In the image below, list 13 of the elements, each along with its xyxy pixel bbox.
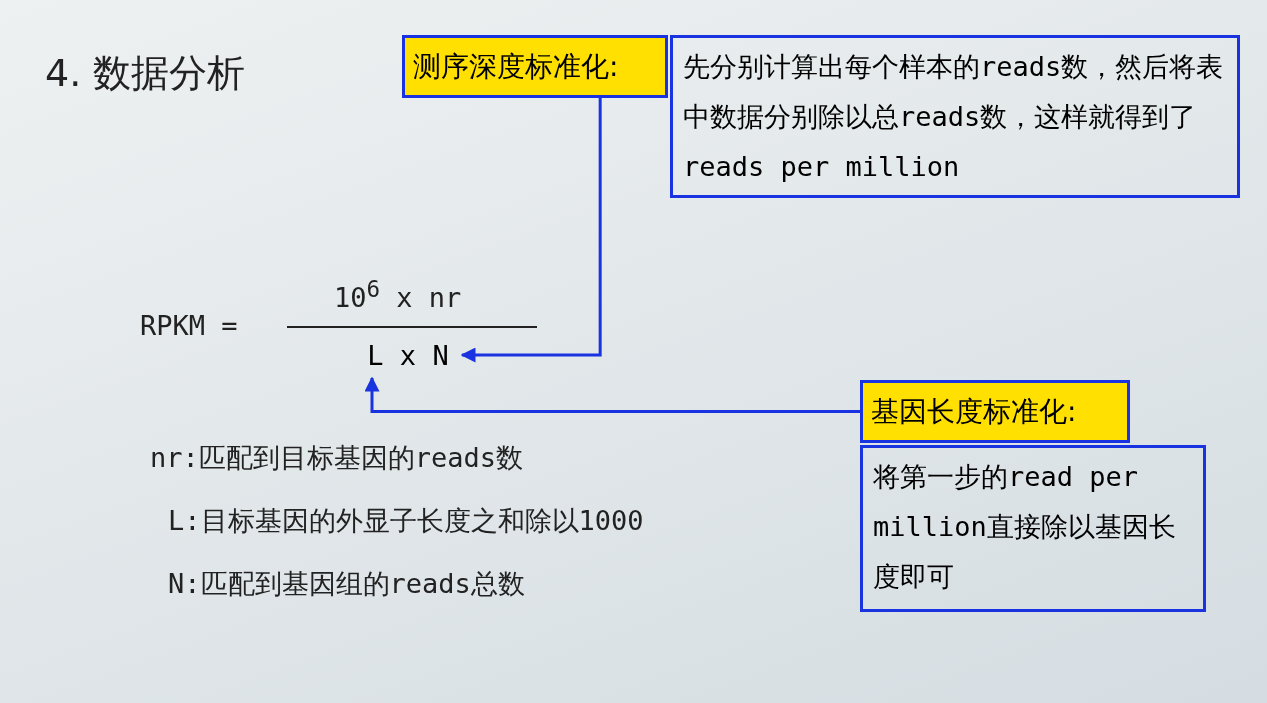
arrow bbox=[364, 376, 860, 413]
definition-text: nr:匹配到目标基因的reads数 bbox=[150, 441, 524, 475]
formula-numerator: 10$^{6}$ x nr bbox=[334, 276, 462, 313]
note-box: 将第一步的read per million直接除以基因长度即可 bbox=[860, 445, 1206, 612]
note-box: 先分别计算出每个样本的reads数，然后将表中数据分别除以总reads数，这样就得到了reads per million bbox=[670, 35, 1240, 198]
arrow bbox=[460, 98, 602, 363]
heading-box: 测序深度标准化: bbox=[402, 35, 668, 98]
heading-box: 基因长度标准化: bbox=[860, 380, 1130, 443]
formula-lhs: RPKM = bbox=[140, 310, 238, 341]
definition-text: L:目标基因的外显子长度之和除以1000 bbox=[168, 504, 644, 538]
slide-title: 4. 数据分析 bbox=[45, 50, 246, 97]
formula-denominator: L x N bbox=[356, 336, 460, 376]
definition-text: N:匹配到基因组的reads总数 bbox=[168, 567, 525, 601]
